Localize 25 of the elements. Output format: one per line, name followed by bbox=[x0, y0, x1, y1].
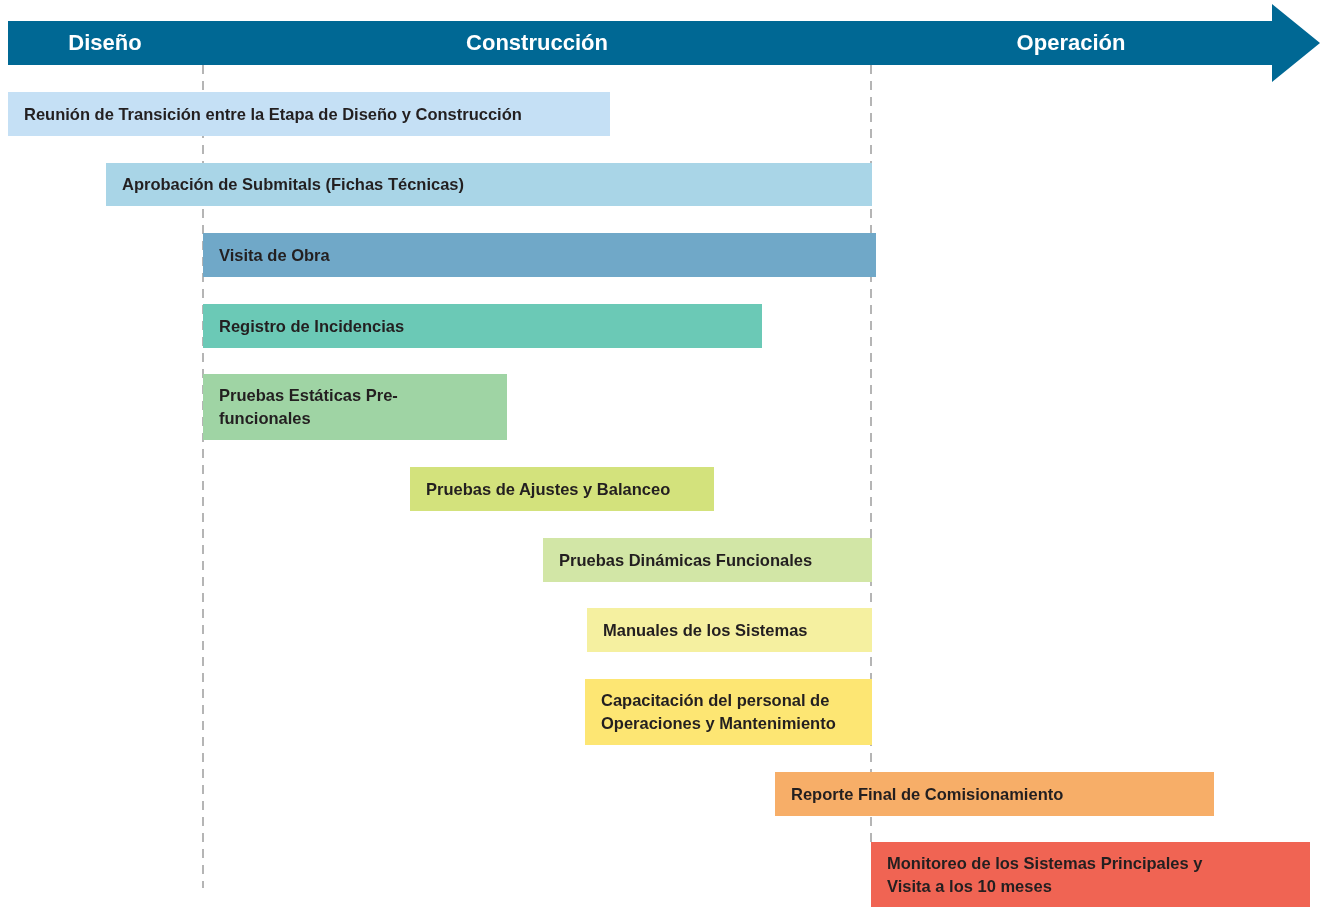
task-label: Registro de Incidencias bbox=[219, 315, 405, 337]
task-label: Reporte Final de Comisionamiento bbox=[791, 783, 1064, 805]
phase-label: Diseño bbox=[68, 29, 142, 57]
task-label: Reunión de Transición entre la Etapa de Diseño y Construcción bbox=[24, 103, 522, 125]
task-bar bbox=[203, 304, 762, 348]
task-label: Pruebas Estáticas Pre-funcionales bbox=[219, 385, 399, 429]
task-bar bbox=[775, 772, 1214, 816]
task-label: Pruebas de Ajustes y Balanceo bbox=[426, 478, 671, 500]
task-bar bbox=[585, 679, 872, 745]
task-bar bbox=[203, 374, 507, 440]
task-label: Aprobación de Submitals (Fichas Técnicas) bbox=[122, 174, 464, 195]
task-bar bbox=[871, 842, 1310, 907]
task-bar bbox=[106, 163, 872, 206]
task-bar bbox=[8, 92, 610, 136]
task-bar bbox=[587, 608, 872, 652]
task-bar bbox=[203, 233, 876, 277]
task-label: Pruebas Dinámicas Funcionales bbox=[559, 549, 813, 571]
task-label: Monitoreo de los Sistemas Principales y Visita a los 10 meses bbox=[887, 852, 1204, 897]
task-label: Capacitación del personal de Operaciones y Mantenimiento bbox=[601, 690, 837, 734]
task-bar bbox=[543, 538, 872, 582]
phase-label: Construcción bbox=[466, 29, 608, 57]
task-label: Manuales de los Sistemas bbox=[603, 619, 808, 641]
task-label: Visita de Obra bbox=[219, 244, 330, 266]
phase-label: Operación bbox=[1016, 29, 1126, 57]
task-bar bbox=[410, 467, 714, 511]
